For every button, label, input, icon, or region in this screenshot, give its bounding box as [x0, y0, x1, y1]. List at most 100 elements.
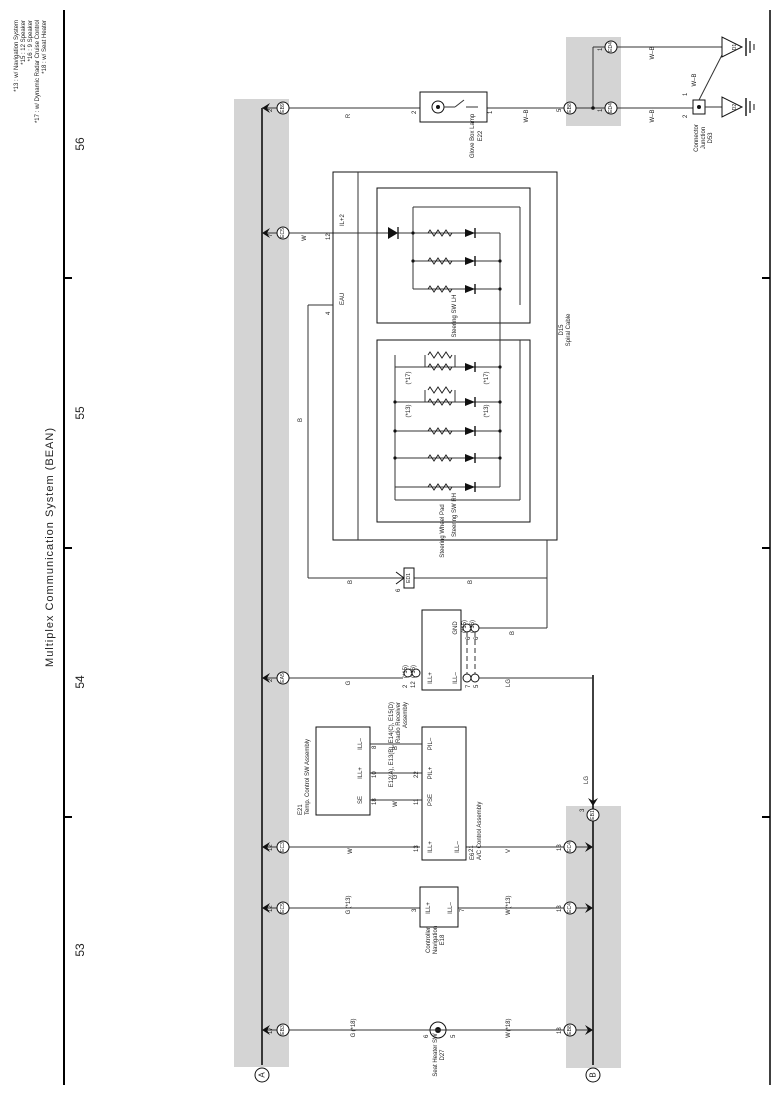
svg-text:D1: D1 — [732, 44, 738, 51]
svg-text:13: 13 — [414, 845, 420, 852]
svg-text:Controller: Controller — [426, 927, 432, 953]
svg-text:G: G — [393, 774, 399, 779]
svg-text:W–B: W–B — [692, 73, 698, 86]
svg-text:B: B — [589, 1072, 598, 1077]
note-15: *15 : 12 Speaker — [21, 20, 27, 65]
svg-text:5: 5 — [451, 1034, 457, 1038]
wire-eau-b: ED1 6 B B B B W — [298, 235, 548, 635]
svg-text:EC5: EC5 — [280, 228, 286, 238]
column-number-53: 53 — [73, 943, 87, 957]
svg-text:22: 22 — [414, 771, 420, 778]
svg-text:B: B — [510, 631, 516, 635]
svg-text:A: A — [258, 1072, 267, 1078]
connector-eb8-18: EB8 18 — [446, 1023, 593, 1037]
svg-text:Assembly: Assembly — [403, 702, 409, 728]
svg-text:PIL–: PIL– — [428, 737, 434, 750]
svg-text:2: 2 — [683, 114, 689, 118]
svg-text:(*15): (*15) — [462, 620, 468, 633]
svg-text:ILL+: ILL+ — [426, 902, 432, 914]
svg-text:18: 18 — [557, 1027, 563, 1034]
svg-text:21: 21 — [469, 845, 475, 852]
bus-a-arrows — [262, 103, 270, 1035]
svg-text:ILL+: ILL+ — [428, 672, 434, 684]
svg-text:E6: E6 — [470, 852, 476, 860]
svg-text:E21: E21 — [298, 804, 304, 815]
svg-text:Seat Heater SW: Seat Heater SW — [433, 1033, 439, 1077]
svg-text:2: 2 — [268, 678, 274, 682]
svg-text:1: 1 — [488, 110, 494, 114]
connector-ec4-13-nav: EC4 13 — [458, 901, 593, 915]
svg-text:E12(A), E13(B), E14(C), E15(D): E12(A), E13(B), E14(C), E15(D) — [389, 702, 395, 787]
svg-text:4: 4 — [326, 311, 332, 315]
steering-sw-rh: Steering SW RH (*17) (*17) ( — [376, 305, 531, 537]
svg-text:W–B: W–B — [650, 46, 656, 59]
svg-text:B: B — [393, 746, 399, 750]
svg-text:EB9: EB9 — [280, 103, 286, 113]
svg-text:PIL+: PIL+ — [428, 766, 434, 779]
svg-text:(*13): (*13) — [346, 895, 352, 908]
svg-text:7: 7 — [268, 233, 274, 237]
svg-text:1: 1 — [598, 108, 604, 112]
steering-sw-lh: Steering SW LH — [376, 187, 531, 338]
svg-text:B: B — [348, 580, 354, 584]
svg-text:Navigation: Navigation — [433, 926, 439, 954]
temp-control-sw: ILL– ILL+ SE 8 10 18 E21 Temp. Control S… — [298, 726, 422, 816]
bus-b-arrows — [585, 106, 598, 1035]
navigation-controller: ILL+ ILL– 3 7 Controller Navigation E18 … — [346, 886, 512, 954]
svg-text:EB1: EB1 — [590, 810, 596, 820]
svg-text:3: 3 — [580, 808, 586, 812]
svg-text:EA5: EA5 — [280, 673, 286, 683]
note-16: *16 : 9 Speaker — [28, 20, 34, 61]
svg-text:EC4: EC4 — [567, 903, 573, 913]
svg-text:8: 8 — [372, 745, 378, 749]
svg-text:G: G — [351, 1032, 357, 1037]
svg-text:(*16): (*16) — [411, 665, 417, 678]
svg-text:ILL+: ILL+ — [358, 767, 364, 779]
svg-text:G: G — [346, 909, 352, 914]
svg-text:Steering SW LH: Steering SW LH — [452, 294, 458, 337]
svg-text:D2: D2 — [732, 104, 738, 111]
note-13: *13 : w/ Navigation System — [14, 20, 20, 92]
svg-text:(*16): (*16) — [470, 620, 476, 633]
svg-text:18: 18 — [372, 798, 378, 805]
note-17: *17 : w/ Dynamic Radar Cruise Control — [35, 20, 41, 123]
svg-text:10: 10 — [372, 771, 378, 778]
svg-text:Spiral Cable: Spiral Cable — [566, 313, 572, 346]
svg-text:EB8: EB8 — [567, 1025, 573, 1035]
svg-text:PSE: PSE — [428, 794, 434, 806]
svg-text:ILL–: ILL– — [448, 902, 454, 914]
radio-receiver: ILL+ ILL– GND 2 12 7 5 6 6 (*15) (*16) (… — [346, 609, 590, 787]
svg-text:Steering Wheel Pad: Steering Wheel Pad — [440, 504, 446, 557]
svg-text:W–B: W–B — [650, 109, 656, 122]
svg-text:Glove Box Lamp: Glove Box Lamp — [470, 113, 476, 158]
svg-text:GND: GND — [453, 621, 459, 635]
svg-text:EC5: EC5 — [280, 903, 286, 913]
svg-text:(*17): (*17) — [406, 371, 412, 384]
svg-text:E18: E18 — [440, 934, 446, 945]
svg-text:(*13): (*13) — [484, 404, 490, 417]
ground-d2: D2 W–B — [650, 96, 755, 123]
glove-box-lamp: 2 1 E22 Glove Box Lamp R W–B — [346, 91, 530, 158]
svg-text:E22: E22 — [478, 130, 484, 141]
svg-text:W: W — [302, 235, 308, 241]
svg-text:LG: LG — [584, 776, 590, 784]
column-number-54: 54 — [73, 675, 87, 689]
svg-text:D27: D27 — [440, 1049, 446, 1061]
svg-text:(*13): (*13) — [406, 404, 412, 417]
svg-text:Temp. Control SW Assembly: Temp. Control SW Assembly — [305, 739, 311, 815]
svg-text:ILL–: ILL– — [358, 738, 364, 750]
svg-text:2: 2 — [403, 684, 409, 688]
svg-text:3: 3 — [412, 908, 418, 912]
svg-text:12: 12 — [268, 844, 274, 851]
svg-text:W: W — [506, 909, 512, 915]
svg-text:5: 5 — [557, 108, 563, 112]
svg-text:Radio Receiver: Radio Receiver — [396, 702, 402, 743]
svg-text:(*17): (*17) — [484, 371, 490, 384]
svg-text:D15: D15 — [559, 324, 565, 336]
junction-connector: 1 2 D53 Junction Connector W–B — [683, 54, 723, 152]
bus-b-terminal: B — [585, 1067, 601, 1083]
connector-ec4-13-ac: EC4 13 — [465, 840, 593, 854]
page-title: Multiplex Communication System (BEAN) — [44, 427, 56, 667]
svg-text:R: R — [346, 113, 352, 118]
svg-text:W–B: W–B — [524, 109, 530, 122]
